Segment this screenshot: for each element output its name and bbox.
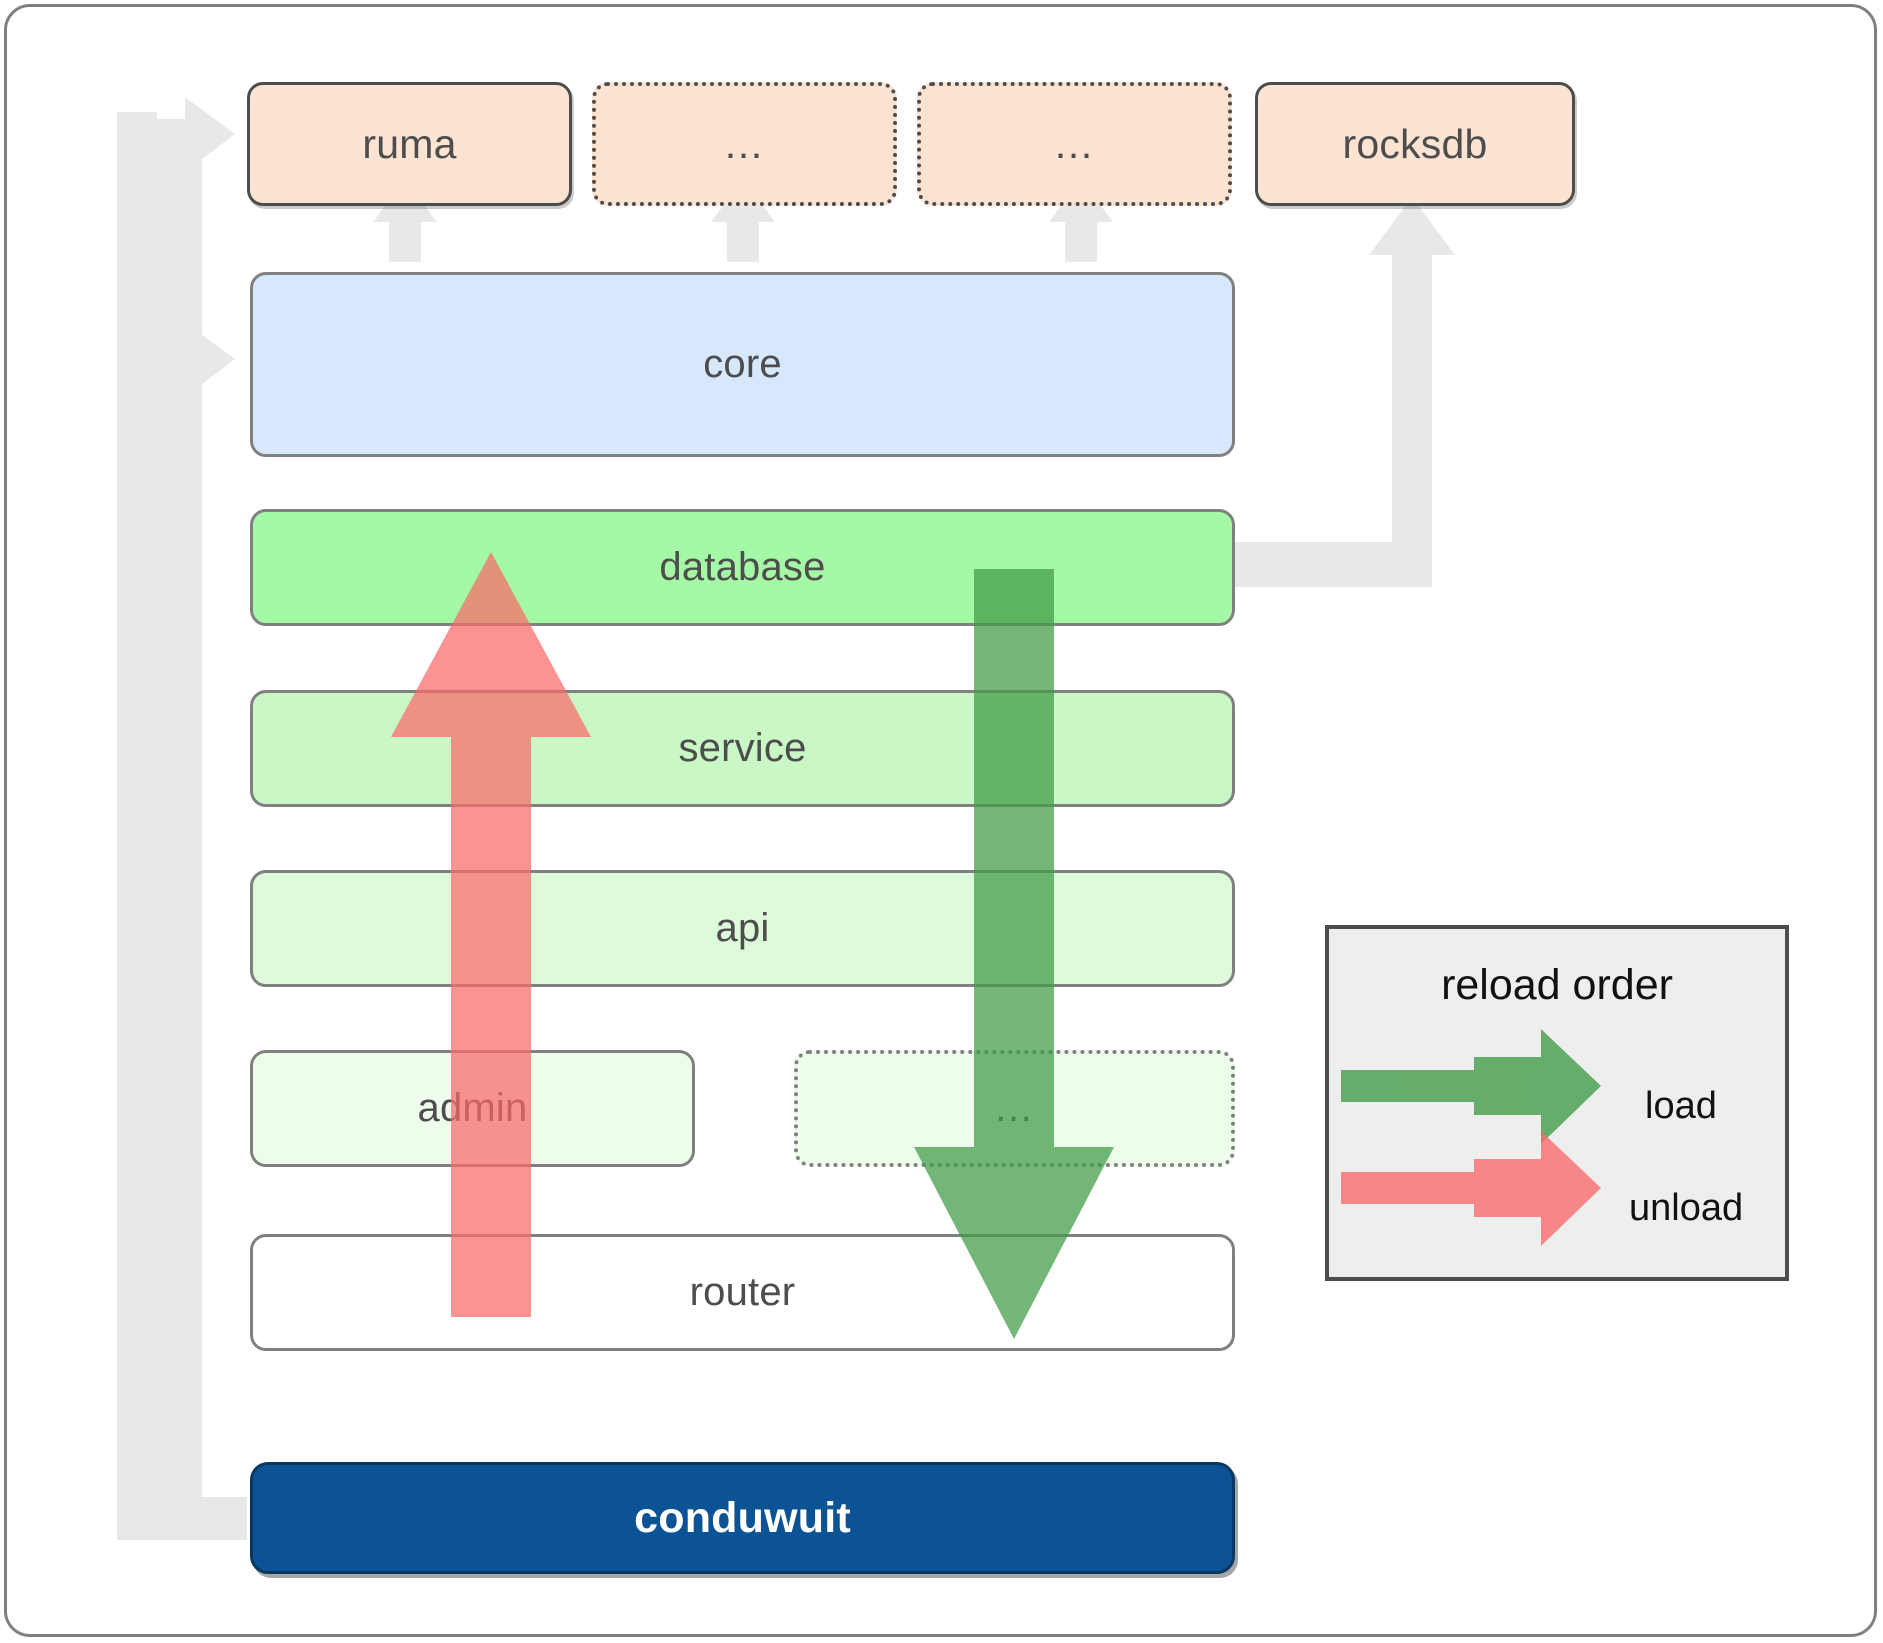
crate-rocksdb-label: rocksdb bbox=[1342, 120, 1488, 167]
legend-unload-label: unload bbox=[1629, 1187, 1744, 1229]
layer-core[interactable]: core bbox=[250, 272, 1235, 457]
legend-swatches bbox=[1341, 1029, 1601, 1246]
layer-ellipsis[interactable]: … bbox=[794, 1050, 1235, 1167]
crate-ellipsis-2[interactable]: … bbox=[917, 82, 1232, 206]
layer-service-label: service bbox=[678, 726, 807, 770]
layer-database[interactable]: database bbox=[250, 509, 1235, 626]
crate-rocksdb[interactable]: rocksdb bbox=[1255, 82, 1575, 206]
connector-arrows-layer bbox=[117, 97, 1455, 1540]
layer-api-label: api bbox=[715, 906, 770, 950]
legend-load-arrow bbox=[1341, 1029, 1601, 1144]
crate-ellipsis-2-label: … bbox=[1053, 120, 1096, 167]
crate-ruma[interactable]: ruma bbox=[247, 82, 572, 206]
layer-router-label: router bbox=[689, 1270, 796, 1314]
legend-load-label: load bbox=[1645, 1085, 1717, 1127]
layer-service[interactable]: service bbox=[250, 690, 1235, 807]
crate-ruma-label: ruma bbox=[362, 120, 457, 167]
layer-api[interactable]: api bbox=[250, 870, 1235, 987]
layer-admin-label: admin bbox=[417, 1086, 528, 1130]
diagram-frame: ruma … … rocksdb core database service a… bbox=[4, 4, 1877, 1637]
layer-router[interactable]: router bbox=[250, 1234, 1235, 1351]
crate-ellipsis-1-label: … bbox=[723, 120, 766, 167]
layer-ellipsis-label: … bbox=[993, 1086, 1036, 1130]
legend-title: reload order bbox=[1441, 961, 1673, 1009]
layer-database-label: database bbox=[659, 545, 826, 589]
layer-admin[interactable]: admin bbox=[250, 1050, 695, 1167]
flow-arrows-layer bbox=[391, 552, 1114, 1339]
node-conduwuit-label: conduwuit bbox=[634, 1493, 851, 1542]
layer-core-label: core bbox=[703, 342, 782, 386]
legend-panel: reload order load unload bbox=[1325, 925, 1789, 1281]
crate-ellipsis-1[interactable]: … bbox=[592, 82, 897, 206]
node-conduwuit[interactable]: conduwuit bbox=[250, 1462, 1235, 1574]
legend-unload-arrow bbox=[1341, 1131, 1601, 1246]
